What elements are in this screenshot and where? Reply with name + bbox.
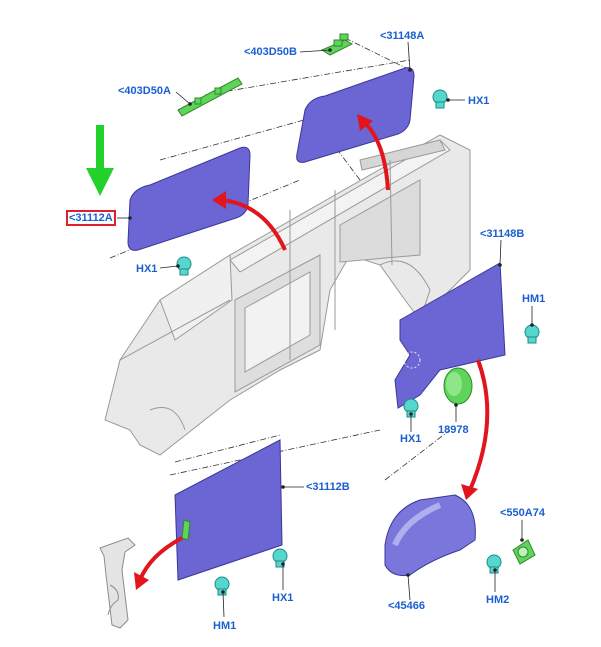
label-31148a[interactable]: <31148A <box>380 30 425 42</box>
panel-31148a[interactable] <box>296 67 415 163</box>
label-31112a-selected[interactable]: <31112A <box>66 210 116 226</box>
clip-403d50a[interactable] <box>177 77 243 117</box>
panel-31112b[interactable] <box>174 439 283 581</box>
plug-18978[interactable] <box>443 367 473 405</box>
label-hx1-left[interactable]: HX1 <box>136 263 158 275</box>
wheel-arch-liner-45466[interactable] <box>384 494 476 576</box>
vehicle-side-frame <box>104 134 471 456</box>
label-45466[interactable]: <45466 <box>388 600 426 612</box>
label-31112b[interactable]: <31112B <box>306 481 350 493</box>
fastener-hx1-left[interactable] <box>176 256 192 276</box>
label-hm1-bottom[interactable]: HM1 <box>213 620 237 632</box>
label-hx1-bottom[interactable]: HX1 <box>272 592 294 604</box>
callout-arrowheads <box>134 114 478 590</box>
panel-31112a[interactable] <box>127 146 251 251</box>
label-hm2[interactable]: HM2 <box>486 594 510 606</box>
label-hx1-mid[interactable]: HX1 <box>400 433 422 445</box>
clip-403d50b[interactable] <box>320 33 354 56</box>
label-403d50b[interactable]: <403D50B <box>244 46 297 58</box>
label-hx1-top[interactable]: HX1 <box>468 95 490 107</box>
label-403d50a[interactable]: <403D50A <box>118 85 171 97</box>
leader-dots <box>128 48 534 594</box>
fastener-hm1-right[interactable] <box>524 324 540 344</box>
label-31148b[interactable]: <31148B <box>480 228 525 240</box>
label-550a74[interactable]: <550A74 <box>500 507 545 519</box>
fastener-hx1-top[interactable] <box>432 89 448 109</box>
fastener-hx1-bottom[interactable] <box>272 548 288 568</box>
label-hm1-right[interactable]: HM1 <box>522 293 546 305</box>
clip-550a74[interactable] <box>512 539 536 565</box>
label-18978[interactable]: 18978 <box>438 424 469 436</box>
leader-lines <box>117 41 533 618</box>
indicator-arrow-icon <box>86 125 114 196</box>
pillar-trim-piece <box>99 537 136 629</box>
